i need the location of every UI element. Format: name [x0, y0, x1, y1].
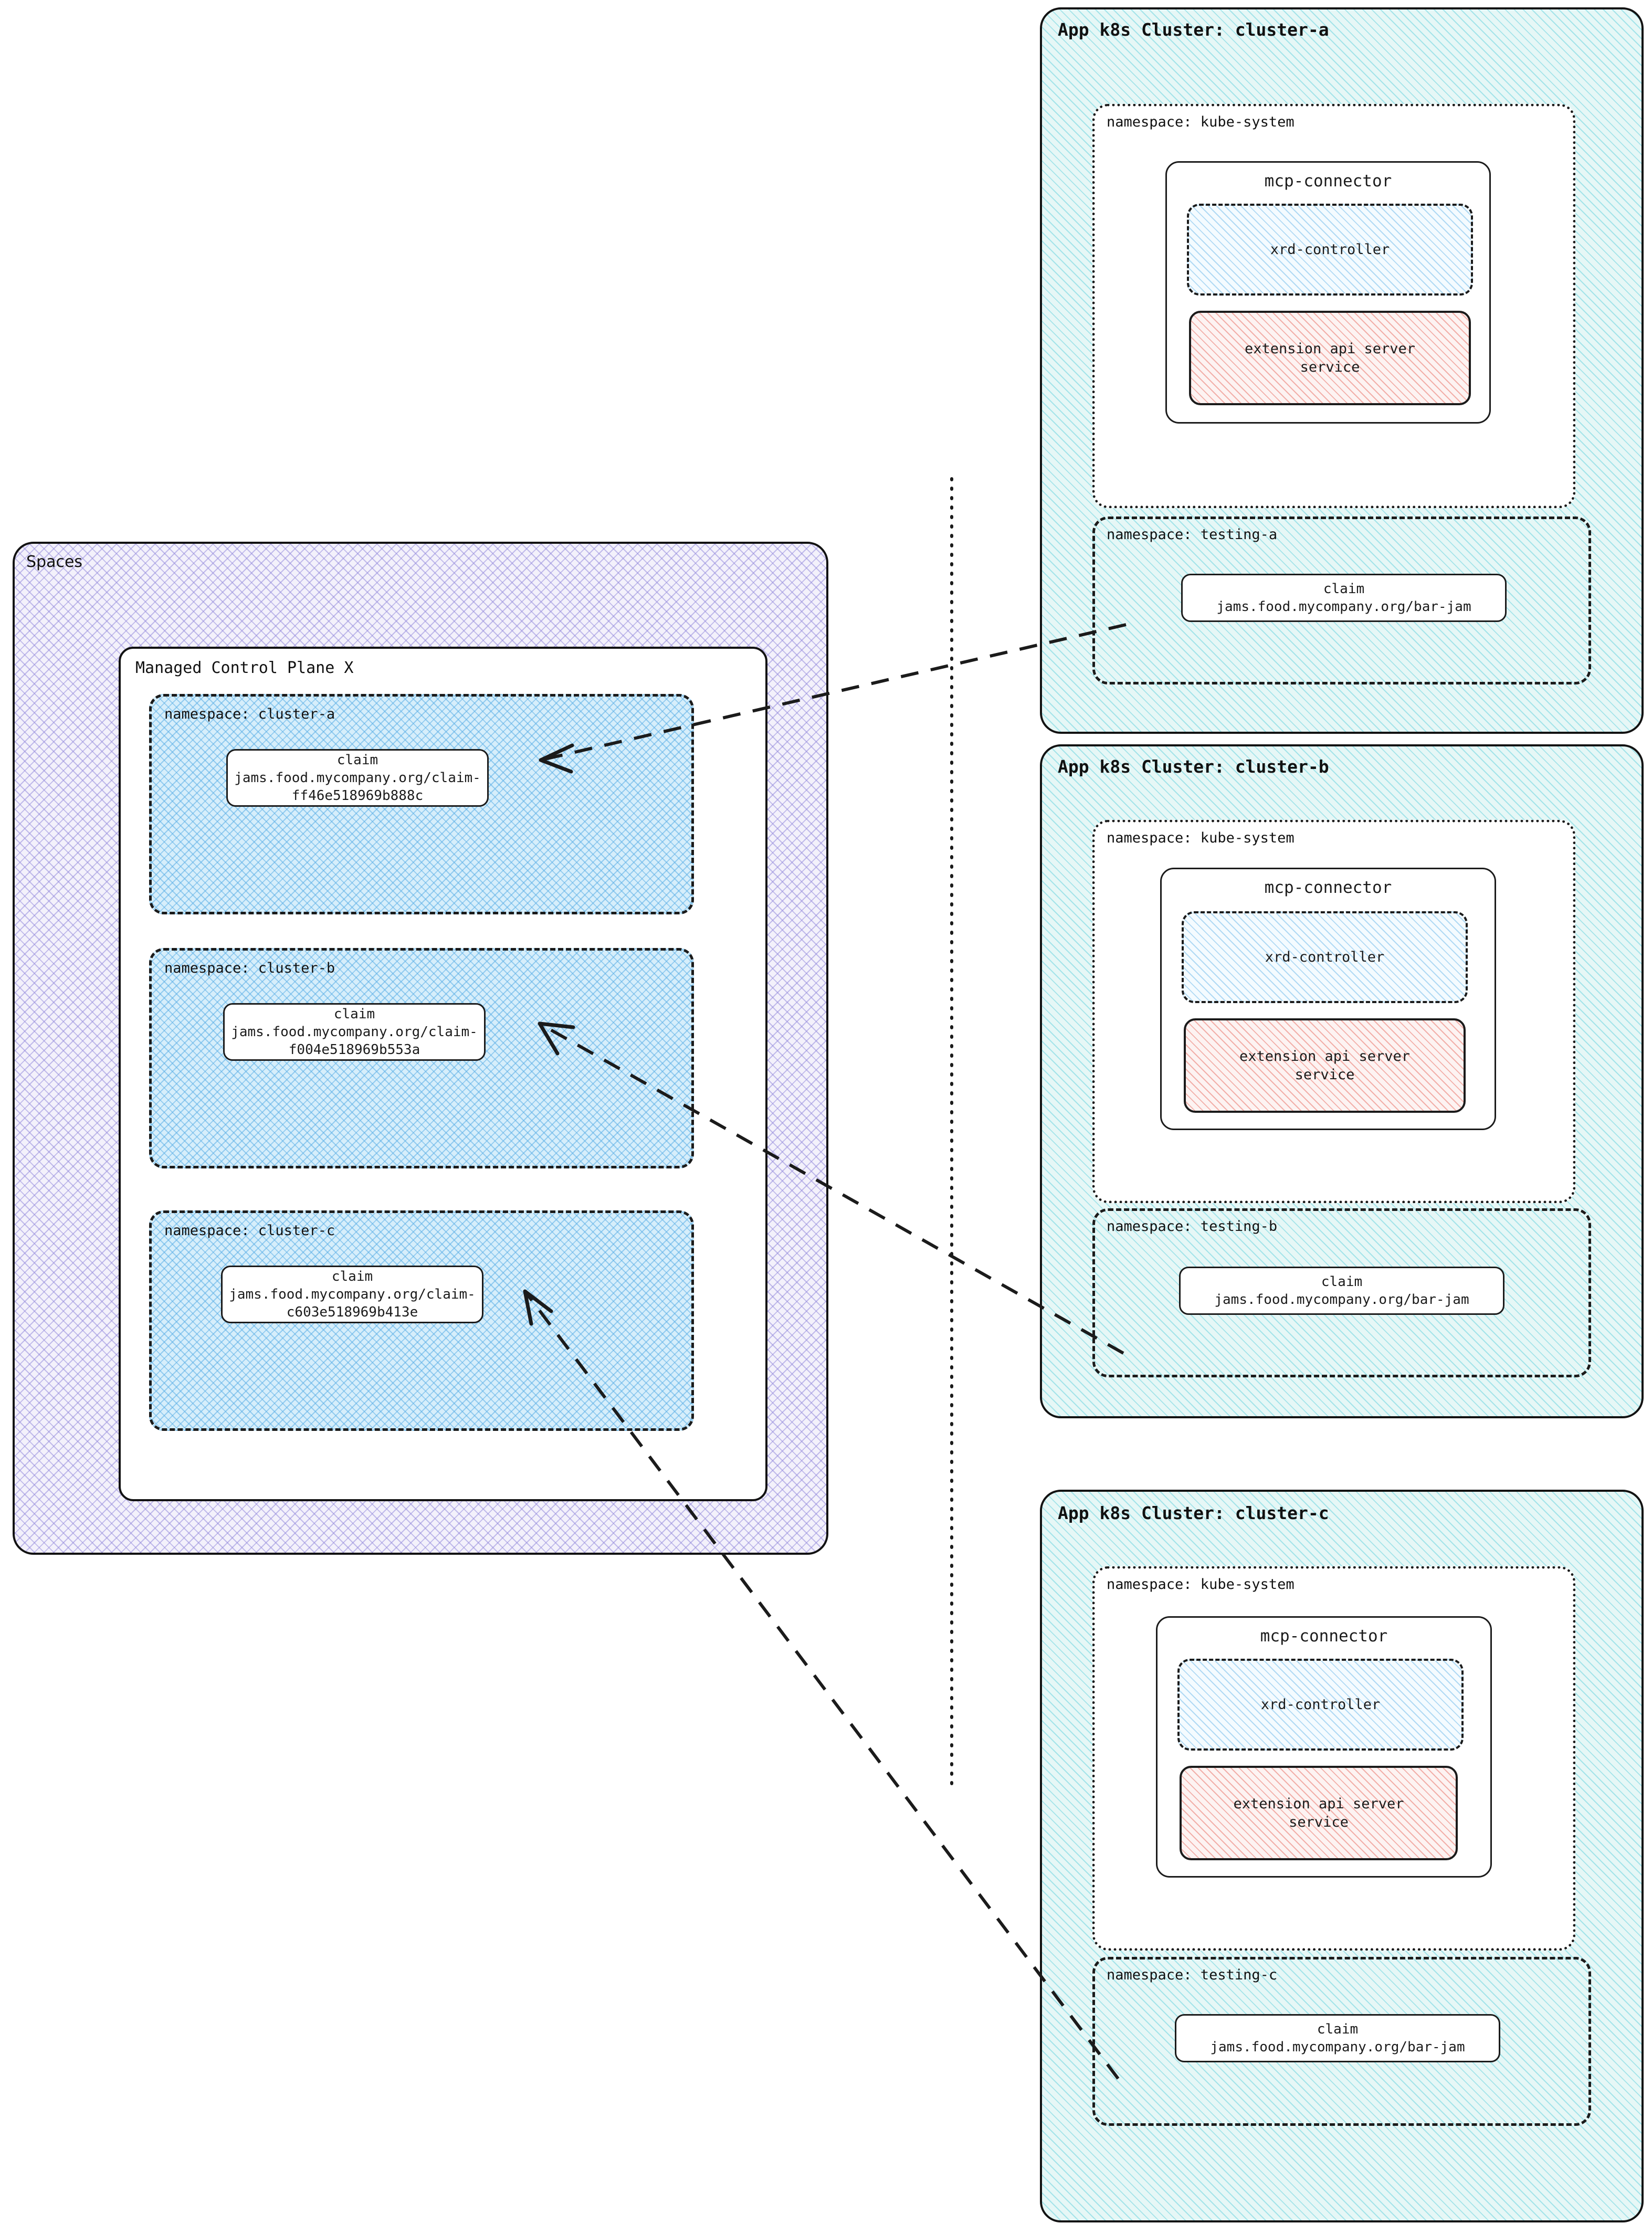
mcp-connector-a: mcp-connector xrd-controller extension a… [1165, 161, 1491, 424]
claim-node-testing-b[interactable]: claim jams.food.mycompany.org/bar-jam [1179, 1267, 1504, 1315]
namespace-cluster-a-label: namespace: cluster-a [164, 706, 335, 722]
extension-api-line1-b: extension api server [1239, 1048, 1411, 1065]
extension-api-line2-a: service [1300, 359, 1360, 375]
claim-name-cont: c603e518969b413e [286, 1304, 418, 1321]
namespace-kube-system-b: namespace: kube-system mcp-connector xrd… [1092, 820, 1575, 1203]
xrd-controller-label-c: xrd-controller [1260, 1696, 1381, 1713]
namespace-testing-c-label: namespace: testing-c [1107, 1967, 1278, 1983]
mcp-connector-b: mcp-connector xrd-controller extension a… [1160, 868, 1496, 1130]
managed-control-plane-title: Managed Control Plane X [135, 659, 354, 677]
mcp-connector-title-a: mcp-connector [1264, 172, 1392, 191]
extension-api-server-a: extension api server service [1189, 311, 1471, 405]
claim-node-testing-a[interactable]: claim jams.food.mycompany.org/bar-jam [1181, 574, 1507, 622]
claim-kind: claim [1323, 581, 1365, 597]
namespace-cluster-b-label: namespace: cluster-b [164, 960, 335, 976]
xrd-controller-c: xrd-controller [1177, 1659, 1464, 1751]
claim-node-cluster-a[interactable]: claim jams.food.mycompany.org/claim- ff4… [226, 749, 489, 807]
namespace-kube-system-a: namespace: kube-system mcp-connector xrd… [1092, 104, 1575, 508]
claim-name: jams.food.mycompany.org/bar-jam [1216, 599, 1471, 615]
extension-api-server-b: extension api server service [1184, 1018, 1466, 1113]
mcp-connector-c: mcp-connector xrd-controller extension a… [1156, 1616, 1492, 1878]
mcp-connector-title-c: mcp-connector [1260, 1627, 1388, 1646]
claim-name: jams.food.mycompany.org/claim- [229, 1286, 476, 1302]
namespace-testing-a-label: namespace: testing-a [1107, 526, 1278, 543]
claim-kind: claim [331, 1268, 373, 1284]
claim-kind: claim [1321, 1273, 1363, 1290]
extension-api-line1-c: extension api server [1233, 1795, 1404, 1812]
claim-kind: claim [1317, 2021, 1359, 2037]
claim-name: jams.food.mycompany.org/bar-jam [1214, 1292, 1469, 1308]
app-cluster-panel-c: App k8s Cluster: cluster-c namespace: ku… [1040, 1490, 1644, 2222]
app-cluster-panel-b: App k8s Cluster: cluster-b namespace: ku… [1040, 744, 1644, 1418]
app-cluster-panel-a: App k8s Cluster: cluster-a namespace: ku… [1040, 7, 1644, 734]
claim-node-cluster-c[interactable]: claim jams.food.mycompany.org/claim- c60… [221, 1266, 483, 1323]
namespace-kube-system-label-a: namespace: kube-system [1107, 114, 1295, 130]
namespace-testing-c: namespace: testing-c claim jams.food.myc… [1092, 1957, 1591, 2126]
namespace-testing-b-label: namespace: testing-b [1107, 1218, 1278, 1235]
claim-name: jams.food.mycompany.org/bar-jam [1210, 2039, 1465, 2055]
app-cluster-title-a: App k8s Cluster: cluster-a [1058, 19, 1329, 40]
claim-kind: claim [333, 1006, 375, 1022]
namespace-kube-system-label-c: namespace: kube-system [1107, 1576, 1295, 1593]
namespace-cluster-a: namespace: cluster-a claim jams.food.myc… [149, 694, 694, 914]
claim-name-cont: f004e518969b553a [288, 1042, 420, 1058]
claim-kind: claim [336, 752, 378, 768]
claim-node-testing-c[interactable]: claim jams.food.mycompany.org/bar-jam [1175, 2014, 1500, 2062]
spaces-title: Spaces [26, 553, 83, 571]
app-cluster-title-c: App k8s Cluster: cluster-c [1058, 1503, 1329, 1523]
managed-control-plane-panel: Managed Control Plane X namespace: clust… [119, 647, 767, 1501]
namespace-testing-a: namespace: testing-a claim jams.food.myc… [1092, 517, 1591, 684]
extension-api-line2-c: service [1289, 1814, 1349, 1830]
claim-name: jams.food.mycompany.org/claim- [234, 770, 481, 786]
namespace-cluster-c: namespace: cluster-c claim jams.food.myc… [149, 1210, 694, 1431]
extension-api-line1-a: extension api server [1244, 340, 1416, 357]
extension-api-line2-b: service [1295, 1067, 1355, 1083]
spaces-panel: Spaces Managed Control Plane X namespace… [13, 542, 828, 1555]
app-cluster-title-b: App k8s Cluster: cluster-b [1058, 756, 1329, 777]
namespace-kube-system-c: namespace: kube-system mcp-connector xrd… [1092, 1566, 1575, 1951]
namespace-cluster-b: namespace: cluster-b claim jams.food.myc… [149, 948, 694, 1168]
xrd-controller-b: xrd-controller [1182, 911, 1468, 1003]
xrd-controller-label-a: xrd-controller [1270, 241, 1390, 258]
mcp-connector-title-b: mcp-connector [1264, 878, 1392, 897]
xrd-controller-label-b: xrd-controller [1265, 949, 1385, 965]
namespace-testing-b: namespace: testing-b claim jams.food.myc… [1092, 1208, 1591, 1377]
namespace-kube-system-label-b: namespace: kube-system [1107, 830, 1295, 846]
extension-api-server-c: extension api server service [1180, 1766, 1458, 1860]
claim-name: jams.food.mycompany.org/claim- [231, 1024, 478, 1040]
claim-name-cont: ff46e518969b888c [291, 788, 424, 804]
claim-node-cluster-b[interactable]: claim jams.food.mycompany.org/claim- f00… [223, 1003, 486, 1061]
namespace-cluster-c-label: namespace: cluster-c [164, 1223, 335, 1239]
xrd-controller-a: xrd-controller [1187, 204, 1473, 296]
